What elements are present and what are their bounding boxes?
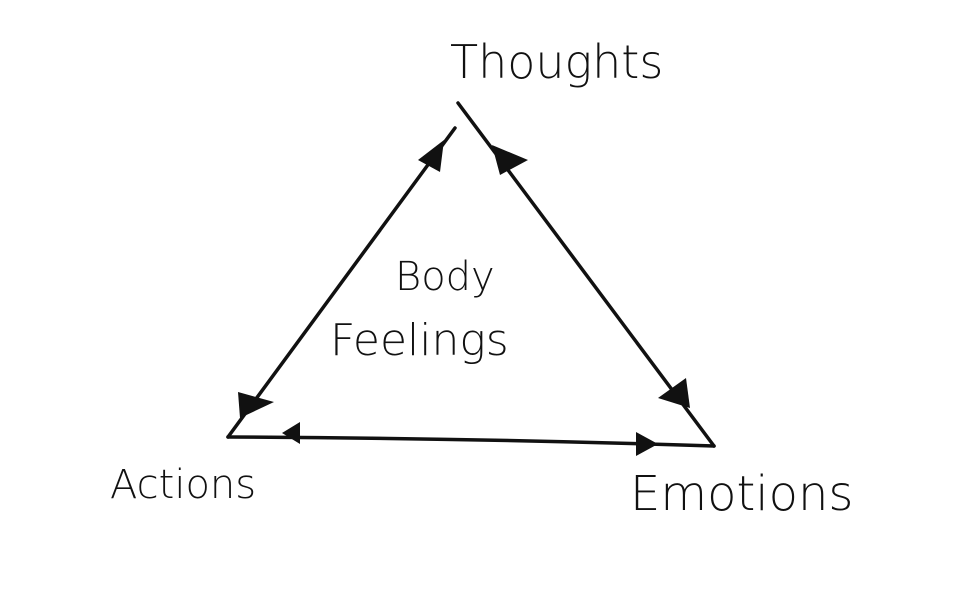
node-actions: Actions: [110, 462, 256, 508]
arrowhead-to-thoughts-left: [418, 140, 444, 172]
arrowhead-to-emotions: [658, 378, 690, 408]
node-feelings: Feelings: [330, 315, 509, 366]
arrowhead-to-emotions-bottom: [636, 432, 658, 456]
node-emotions: Emotions: [630, 466, 853, 522]
arrowhead-to-actions: [238, 392, 274, 418]
node-body: Body: [395, 254, 495, 300]
edge-thoughts-actions: [226, 126, 457, 439]
arrowhead-to-thoughts-right: [492, 145, 528, 175]
arrowhead-to-actions-bottom: [282, 422, 300, 444]
node-thoughts: Thoughts: [450, 35, 663, 89]
